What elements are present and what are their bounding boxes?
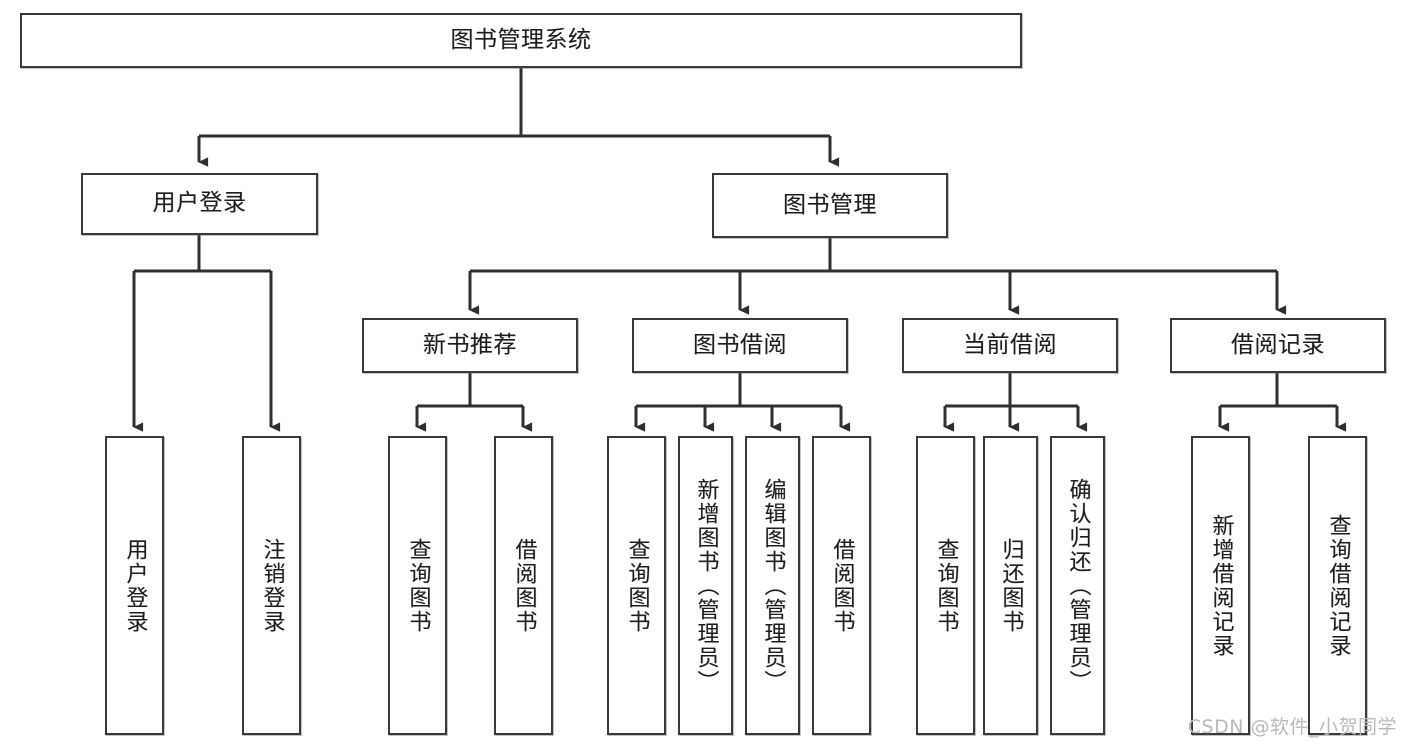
node-leaf-confirm-return[interactable]: 确认归还（管理员） xyxy=(1050,436,1105,735)
node-borrow-record[interactable]: 借阅记录 xyxy=(1170,318,1386,373)
node-leaf-borrow-book-2[interactable]: 借阅图书 xyxy=(812,436,871,735)
node-label: 查询图书 xyxy=(624,537,650,634)
node-current-borrow[interactable]: 当前借阅 xyxy=(902,318,1118,373)
node-book-borrow[interactable]: 图书借阅 xyxy=(632,318,848,373)
node-user-login[interactable]: 用户登录 xyxy=(81,173,318,235)
node-label: 新书推荐 xyxy=(423,331,517,358)
node-label: 新增借阅记录 xyxy=(1208,513,1234,658)
node-label: 查询图书 xyxy=(405,537,431,634)
node-label: 图书管理 xyxy=(783,191,877,218)
node-leaf-borrow-book-1[interactable]: 借阅图书 xyxy=(494,436,553,735)
node-leaf-query-book-3[interactable]: 查询图书 xyxy=(916,436,975,735)
node-label: 当前借阅 xyxy=(963,331,1057,358)
node-label: 图书管理系统 xyxy=(450,26,592,53)
node-leaf-query-book-1[interactable]: 查询图书 xyxy=(388,436,447,735)
node-label: 查询借阅记录 xyxy=(1325,513,1351,658)
node-label: 归还图书 xyxy=(998,537,1024,634)
node-leaf-query-record[interactable]: 查询借阅记录 xyxy=(1308,436,1367,735)
node-leaf-logout-login[interactable]: 注销登录 xyxy=(242,436,301,735)
node-label: 用户登录 xyxy=(152,190,247,217)
node-leaf-add-book[interactable]: 新增图书（管理员） xyxy=(678,436,733,735)
node-leaf-query-book-2[interactable]: 查询图书 xyxy=(607,436,666,735)
node-label: 编辑图书（管理员） xyxy=(760,477,786,694)
node-leaf-add-record[interactable]: 新增借阅记录 xyxy=(1191,436,1250,735)
node-label: 用户登录 xyxy=(122,537,148,634)
csdn-watermark: CSDN @软件_小贺同学 xyxy=(1187,716,1397,738)
node-label: 确认归还（管理员） xyxy=(1065,477,1091,694)
node-label: 图书借阅 xyxy=(693,331,787,358)
node-leaf-user-login[interactable]: 用户登录 xyxy=(105,436,164,735)
node-label: 借阅图书 xyxy=(829,537,855,634)
node-label: 查询图书 xyxy=(933,537,959,634)
node-label: 借阅记录 xyxy=(1231,331,1325,358)
node-book-manage[interactable]: 图书管理 xyxy=(712,173,948,238)
node-leaf-return-book[interactable]: 归还图书 xyxy=(983,436,1038,735)
node-root-book-management-system[interactable]: 图书管理系统 xyxy=(20,13,1022,68)
node-label: 借阅图书 xyxy=(511,537,537,634)
node-label: 新增图书（管理员） xyxy=(693,477,719,694)
node-leaf-edit-book[interactable]: 编辑图书（管理员） xyxy=(745,436,800,735)
node-label: 注销登录 xyxy=(259,537,285,634)
node-new-book-recommend[interactable]: 新书推荐 xyxy=(362,318,578,373)
